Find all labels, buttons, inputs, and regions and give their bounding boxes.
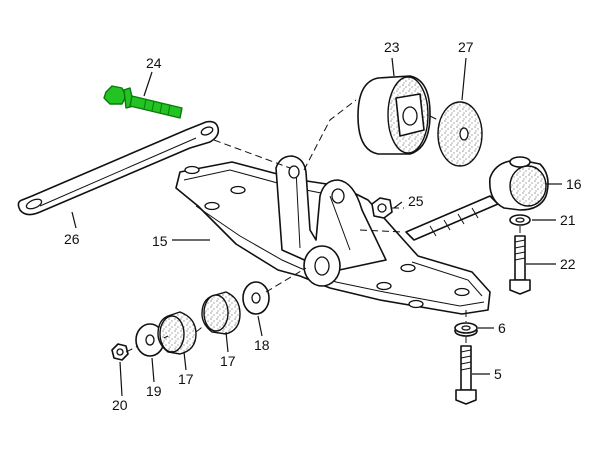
leader-lines bbox=[71, 57, 562, 397]
callout-17a: 17 bbox=[178, 371, 194, 387]
callout-25: 25 bbox=[408, 193, 424, 209]
tie-rod-part-26[interactable] bbox=[17, 120, 220, 216]
callout-22: 22 bbox=[560, 256, 576, 272]
callout-19: 19 bbox=[146, 383, 162, 399]
bolt-part-24-highlighted[interactable] bbox=[103, 85, 183, 119]
washer-part-21[interactable] bbox=[509, 214, 531, 226]
callout-24: 24 bbox=[146, 55, 162, 71]
washer-part-6[interactable] bbox=[454, 322, 478, 337]
callout-16: 16 bbox=[566, 176, 582, 192]
crossmember-part-15[interactable] bbox=[175, 155, 491, 315]
callout-5: 5 bbox=[494, 366, 502, 382]
rubber-bushing-part-17a[interactable] bbox=[157, 311, 197, 355]
assembly-lines bbox=[125, 99, 521, 353]
disc-part-27[interactable] bbox=[437, 101, 483, 167]
nut-part-25[interactable] bbox=[371, 197, 393, 219]
callout-6: 6 bbox=[498, 320, 506, 336]
callout-26: 26 bbox=[64, 231, 80, 247]
washer-part-18[interactable] bbox=[242, 281, 270, 315]
bolt-part-22[interactable] bbox=[509, 235, 531, 295]
callout-labels: 24 26 15 23 27 16 25 21 22 6 5 20 19 17 … bbox=[64, 39, 582, 413]
callout-23: 23 bbox=[384, 39, 400, 55]
nut-part-20[interactable] bbox=[111, 343, 129, 361]
bolt-part-5[interactable] bbox=[455, 345, 477, 405]
callout-21: 21 bbox=[560, 212, 576, 228]
engine-mount-part-23[interactable] bbox=[357, 75, 431, 155]
callout-20: 20 bbox=[112, 397, 128, 413]
callout-18: 18 bbox=[254, 337, 270, 353]
callout-27: 27 bbox=[458, 39, 474, 55]
bushing-stud-part-16[interactable] bbox=[405, 156, 549, 241]
callout-17b: 17 bbox=[220, 353, 236, 369]
callout-15: 15 bbox=[152, 233, 168, 249]
rubber-bushing-part-17b[interactable] bbox=[201, 291, 241, 335]
